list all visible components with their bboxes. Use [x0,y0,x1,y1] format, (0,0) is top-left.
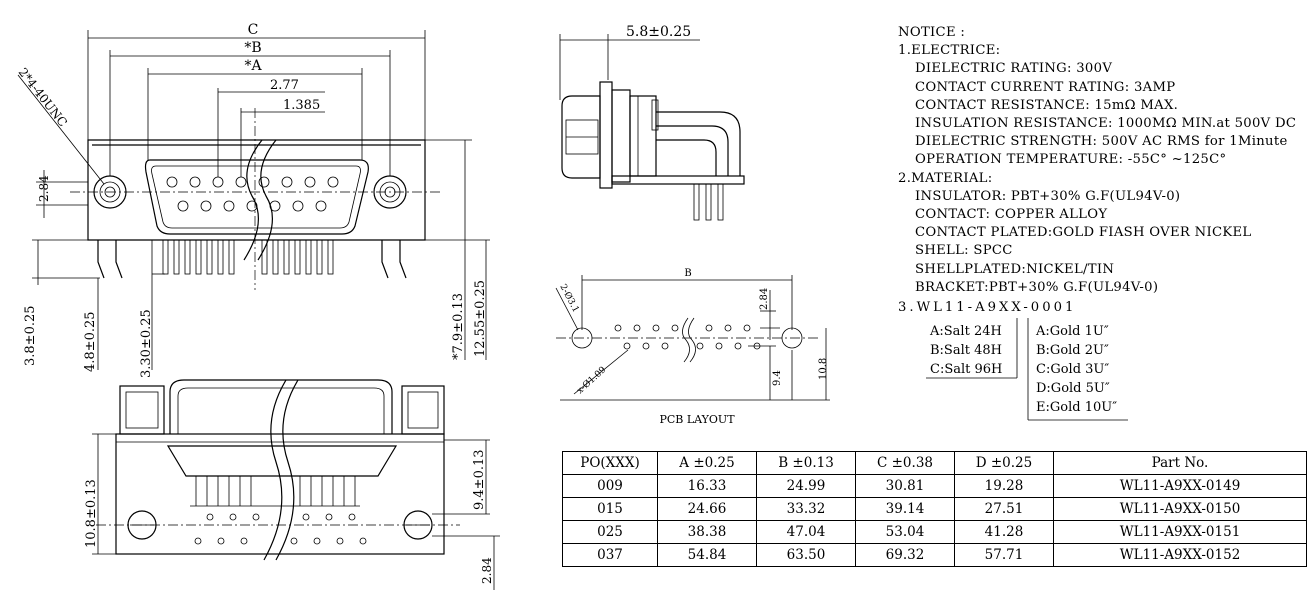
dim-9-4: 9.4±0.13 [472,449,487,510]
gold-option: C:Gold 3U″ [1036,362,1110,377]
electric-item: DIELECTRIC RATING: 300V [915,61,1113,77]
table-cell: WL11-A9XX-0151 [1053,520,1307,544]
dim-2-84-left: 2.84 [37,175,51,202]
dim-2-84-bottom: 2.84 [480,557,494,584]
table-cell: 24.66 [657,497,757,521]
electric-item: DIELECTRIC STRENGTH: 500V AC RMS for 1Mi… [915,134,1288,150]
dim-b: *B [244,40,261,56]
table-cell: 009 [562,474,658,498]
table-cell: 47.04 [756,520,856,544]
side-view: 5.8±0.25 [559,24,745,221]
notice-block: NOTICE : 1.ELECTRICE: DIELECTRIC RATING:… [898,24,1308,297]
gold-option: A:Gold 1U″ [1036,324,1109,339]
material-item: SHELL: SPCC [915,243,1013,259]
table-cell: 38.38 [657,520,757,544]
table-header: D ±0.25 [954,451,1054,475]
material-header: 2.MATERIAL: [898,170,993,186]
bottom-view-dimensions: 10.8±0.13 9.4±0.13 2.84 [84,433,500,590]
table-cell: 015 [562,497,658,521]
table-cell: 69.32 [855,543,955,567]
pcb-dim-2-84: 2.84 [759,288,770,310]
pcb-pin-label: x-Ø1.09 [575,364,609,396]
gold-option: D:Gold 5U″ [1036,381,1110,396]
dim-1-385: 1.385 [283,98,320,113]
table-header-row: PO(XXX) A ±0.25 B ±0.13 C ±0.38 D ±0.25 … [562,451,1307,475]
pcb-dim-10-8: 10.8 [818,358,829,380]
table-row: 025 38.38 47.04 53.04 41.28 WL11-A9XX-01… [562,520,1307,544]
electric-item: OPERATION TEMPERATURE: -55C° ~125C° [915,152,1227,168]
pcb-caption: PCB LAYOUT [659,413,735,426]
dim-10-8: 10.8±0.13 [84,479,99,548]
dim-5-8: 5.8±0.25 [626,24,691,40]
table-cell: 16.33 [657,474,757,498]
table-header: C ±0.38 [855,451,955,475]
table-header: B ±0.13 [756,451,856,475]
table-cell: 025 [562,520,658,544]
table-cell: 53.04 [855,520,955,544]
dim-c: C [248,22,259,38]
dim-4-8: 4.8±0.25 [83,311,98,372]
table-row: 015 24.66 33.32 39.14 27.51 WL11-A9XX-01… [562,497,1307,521]
table-cell: 19.28 [954,474,1054,498]
table-row: 037 54.84 63.50 69.32 57.71 WL11-A9XX-01… [562,543,1307,567]
table-row: 009 16.33 24.99 30.81 19.28 WL11-A9XX-01… [562,474,1307,498]
front-view [70,108,440,290]
material-item: INSULATOR: PBT+30% G.F(UL94V-0) [915,188,1181,204]
part-number-table: PO(XXX) A ±0.25 B ±0.13 C ±0.38 D ±0.25 … [562,451,1307,567]
table-cell: 33.32 [756,497,856,521]
table-cell: 27.51 [954,497,1054,521]
bottom-view [96,379,460,561]
dim-a: *A [244,58,262,74]
salt-option: B:Salt 48H [930,343,1002,358]
electric-item: CONTACT CURRENT RATING: 3AMP [915,79,1176,95]
material-item: BRACKET:PBT+30% G.F(UL94V-0) [915,279,1159,295]
salt-option: C:Salt 96H [930,362,1003,377]
table-header: A ±0.25 [657,451,757,475]
part-code: 3.WL11-A9XX-0001 [898,300,1077,315]
table-cell: 24.99 [756,474,856,498]
electric-item: CONTACT RESISTANCE: 15mΩ MAX. [915,97,1179,113]
dim-unc: 2*4-40UNC [16,65,70,129]
electric-header: 1.ELECTRICE: [898,43,1001,59]
pcb-dim-9-4: 9.4 [772,370,783,386]
salt-option: A:Salt 24H [930,324,1002,339]
dim-12-55: 12.55±0.25 [473,280,488,357]
dim-3-30: 3.30±0.25 [139,309,154,378]
front-view-dimensions: C *B *A 2.77 1.385 2*4-40UNC 2.84 3.8±0.… [16,22,490,378]
table-cell: 41.28 [954,520,1054,544]
pcb-layout: B 2.84 9.4 10.8 2-Ø3.1 x-Ø1.09 PCB LAYOU… [555,268,830,426]
table-cell: WL11-A9XX-0152 [1053,543,1307,567]
table-cell: 037 [562,543,658,567]
dim-2-77: 2.77 [270,78,299,93]
table-header: Part No. [1053,451,1307,475]
gold-option: E:Gold 10U″ [1036,400,1118,415]
dim-7-9: *7.9±0.13 [451,293,466,360]
table-cell: 57.71 [954,543,1054,567]
table-cell: WL11-A9XX-0150 [1053,497,1307,521]
material-item: CONTACT PLATED:GOLD FIASH OVER NICKEL [915,225,1252,241]
table-cell: 30.81 [855,474,955,498]
code-bracket-lines [926,318,1128,421]
dim-3-8: 3.8±0.25 [23,305,38,366]
table-cell: 54.84 [657,543,757,567]
electric-item: INSULATION RESISTANCE: 1000MΩ MIN.at 500… [915,116,1297,132]
notice-title: NOTICE : [898,25,966,40]
gold-option: B:Gold 2U″ [1036,343,1109,358]
table-cell: 63.50 [756,543,856,567]
table-cell: WL11-A9XX-0149 [1053,474,1307,498]
table-header: PO(XXX) [562,451,658,475]
material-item: SHELLPLATED:NICKEL/TIN [915,261,1115,277]
table-cell: 39.14 [855,497,955,521]
material-item: CONTACT: COPPER ALLOY [915,207,1108,223]
pcb-dim-b: B [684,268,691,279]
